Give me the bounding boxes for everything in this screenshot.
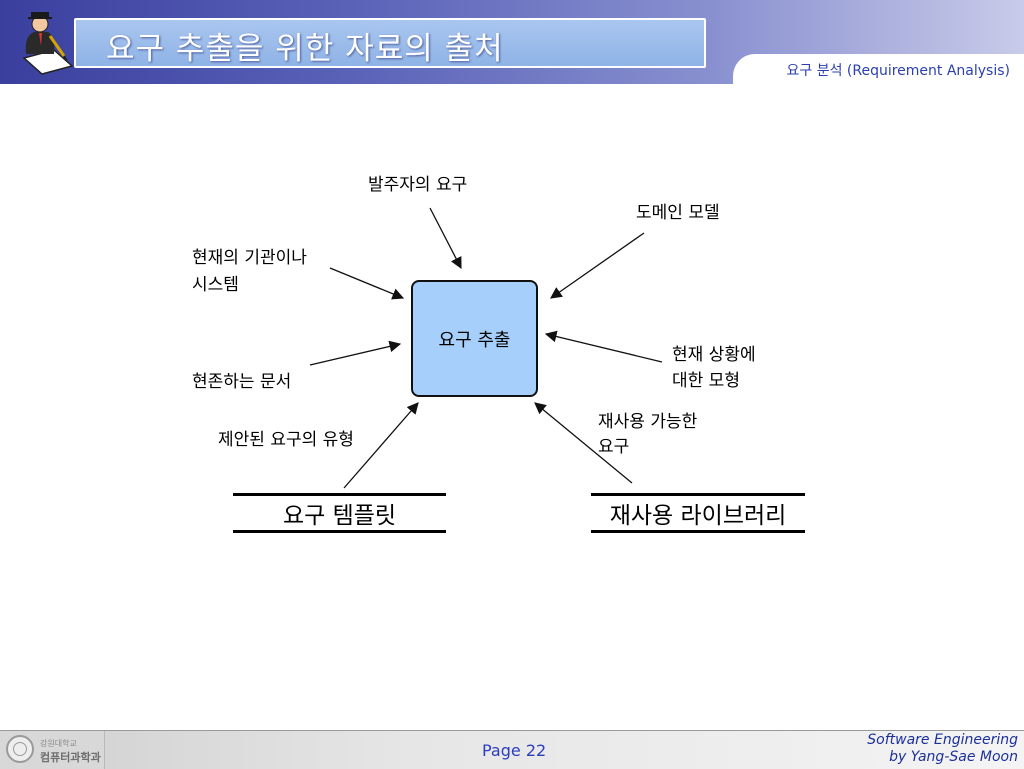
label-current-system-line1: 현재의 기관이나 xyxy=(192,248,307,268)
store-requirement-template: 요구 템플릿 xyxy=(233,493,446,533)
arrow-domain-model xyxy=(550,232,645,299)
store-reuse-library: 재사용 라이브러리 xyxy=(591,493,805,533)
page-number: Page 22 xyxy=(482,741,547,760)
subtitle-tab: 요구 분석 (Requirement Analysis) xyxy=(733,54,1024,86)
label-reusable-line1: 재사용 가능한 xyxy=(598,412,698,432)
arrow-current-situation xyxy=(544,330,663,363)
arrow-existing-docs xyxy=(309,340,402,366)
department-name: 컴퓨터과학과 xyxy=(40,751,101,764)
label-proposed-requirement-types: 제안된 요구의 유형 xyxy=(218,430,354,450)
credit-author: by Yang-Sae Moon xyxy=(889,749,1018,765)
requirement-elicitation-box: 요구 추출 xyxy=(411,280,538,397)
label-current-situation-line1: 현재 상황에 xyxy=(672,345,756,365)
credit-course-title: Software Engineering xyxy=(867,732,1018,748)
arrow-proposed-types xyxy=(343,402,419,489)
label-current-situation-line2: 대한 모형 xyxy=(672,371,740,391)
university-logo: 강원대학교 컴퓨터과학과 xyxy=(0,731,105,769)
page-title: 요구 추출을 위한 자료의 출처 xyxy=(106,31,504,67)
label-customer-requirements: 발주자의 요구 xyxy=(368,175,468,195)
label-existing-documents: 현존하는 문서 xyxy=(192,372,292,392)
university-name: 강원대학교 xyxy=(40,739,77,748)
label-current-system-line2: 시스템 xyxy=(192,275,239,295)
title-bar: 요구 추출을 위한 자료의 출처 xyxy=(74,18,706,68)
label-domain-model: 도메인 모델 xyxy=(636,203,720,223)
course-credit: Software Engineering by Yang-Sae Moon xyxy=(867,732,1018,766)
arrow-customer xyxy=(429,207,462,270)
arrow-reusable xyxy=(534,402,633,484)
arrow-current-system xyxy=(329,267,405,300)
label-reusable-line2: 요구 xyxy=(598,437,630,457)
header-banner: 요구 추출을 위한 자료의 출처 요구 분석 (Requirement Anal… xyxy=(0,0,1024,86)
university-seal-icon xyxy=(6,735,34,763)
footer-bar: 강원대학교 컴퓨터과학과 Page 22 Software Engineerin… xyxy=(0,730,1024,769)
section-subtitle: 요구 분석 (Requirement Analysis) xyxy=(786,63,1010,79)
writer-logo-icon xyxy=(14,6,76,76)
